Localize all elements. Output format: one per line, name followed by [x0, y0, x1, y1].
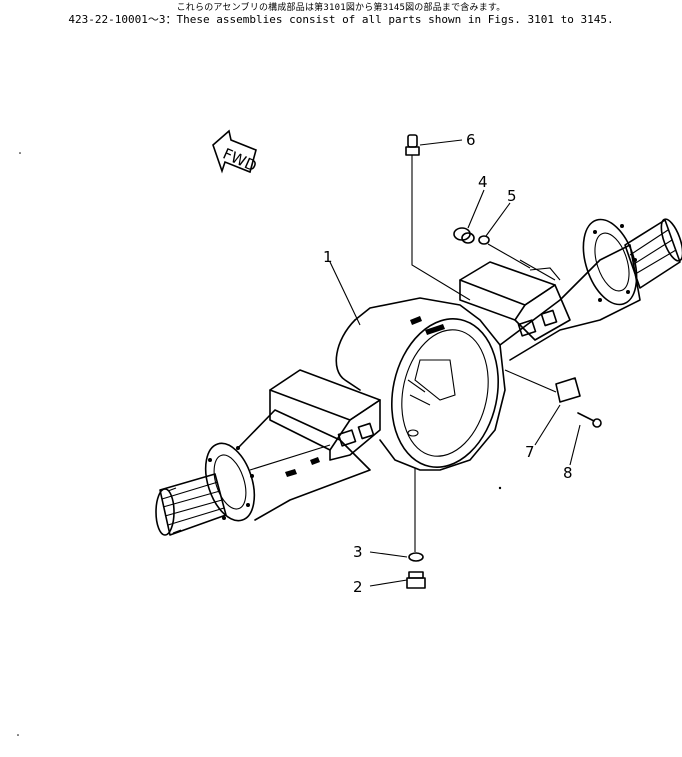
- drain-plug-part-2: [406, 571, 426, 589]
- scan-speck: [17, 734, 19, 736]
- o-ring-part-3: [408, 552, 424, 562]
- o-ring-part-5: [478, 235, 490, 245]
- leader-line-7: [534, 404, 561, 446]
- leader-line-1: [329, 261, 361, 326]
- plug-part-4: [453, 227, 475, 244]
- scan-speck: [498, 486, 502, 490]
- bolt-part-8: [577, 412, 602, 428]
- leader-line-2: [369, 579, 408, 587]
- header-english-note: 423-22-10001～3：These assemblies consist …: [68, 13, 614, 26]
- leader-line-6: [419, 139, 463, 146]
- breather-part-6: [405, 134, 471, 301]
- callout-6: 6: [466, 131, 476, 149]
- scan-speck: [19, 152, 21, 154]
- leader-7-path: [504, 369, 557, 393]
- callout-8: 8: [563, 464, 573, 482]
- leader-line-3: [369, 551, 408, 558]
- axle-housing: [155, 218, 682, 536]
- leader-line-5: [485, 202, 511, 237]
- callout-1: 1: [323, 248, 333, 266]
- callout-3: 3: [353, 543, 363, 561]
- callout-2: 2: [353, 578, 363, 596]
- fwd-arrow-icon: FWD: [212, 129, 259, 175]
- callout-4: 4: [478, 173, 488, 191]
- leader-line-4: [467, 189, 485, 229]
- leader-line-8: [569, 424, 581, 466]
- leader-5-path: [487, 243, 531, 269]
- callout-7: 7: [525, 443, 535, 461]
- plate-part-7: [555, 377, 581, 403]
- callout-5: 5: [507, 187, 517, 205]
- header-japanese-note: これらのアセンブリの構成部品は第3101図から第3145図の部品まで含みます。: [176, 3, 506, 13]
